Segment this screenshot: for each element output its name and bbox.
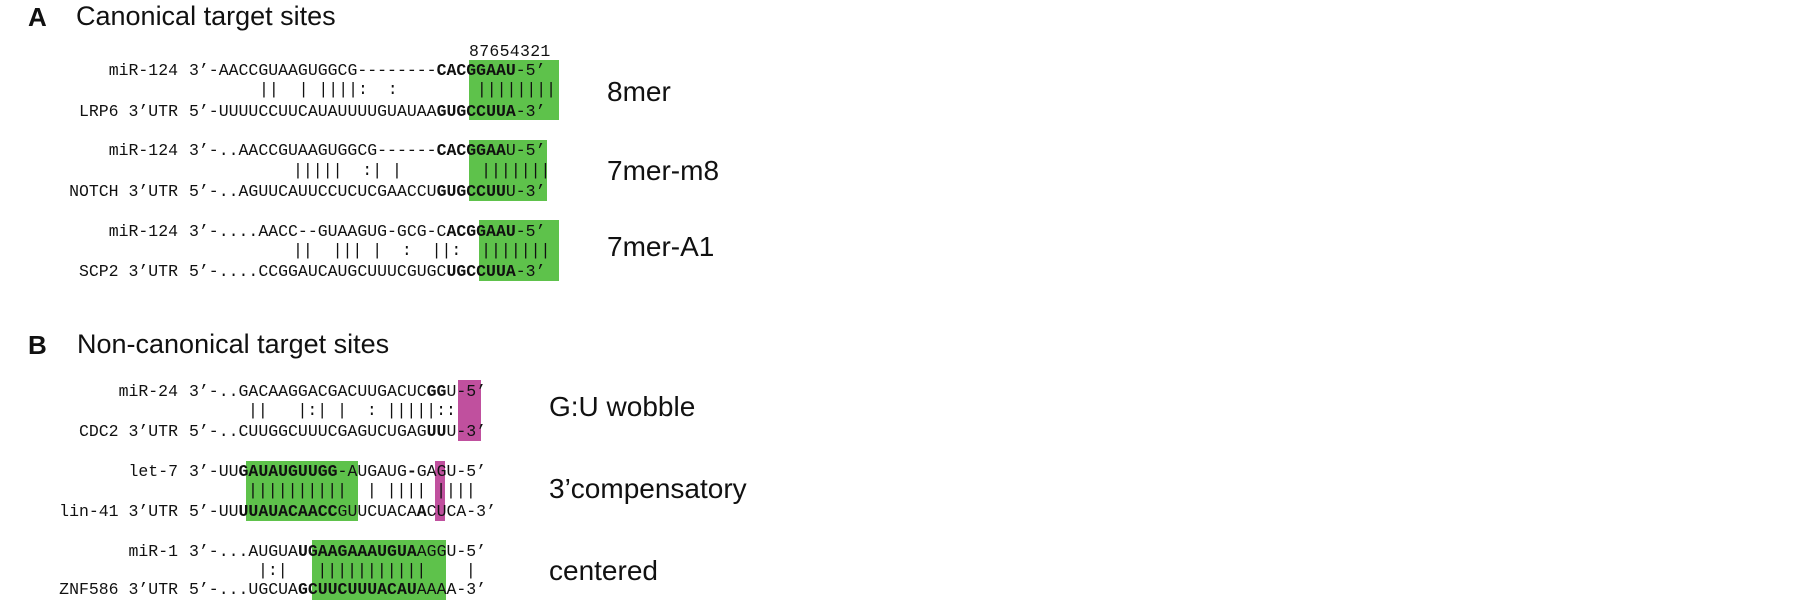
seed-highlight — [312, 540, 446, 600]
base-pairing: || ||| | : ||: ||||||| — [293, 241, 551, 260]
panel-a-letter: A — [28, 2, 47, 32]
base-pairing: ||||| :| | ||||||| — [293, 161, 551, 180]
site-type-label: 7mer-A1 — [607, 231, 715, 262]
mirna-sequence: 3’-UUGAUAUGUUGG-AUGAUG-GAGU-5’ — [189, 462, 487, 481]
site-type-label: 8mer — [607, 76, 671, 107]
wobble-highlight — [458, 380, 481, 441]
mirna-sequence: 3’-AACCGUAAGUGGCG--------CACGGAAU-5’ — [189, 61, 546, 80]
mirna-name: miR-124 — [108, 61, 178, 80]
mirna-sequence: 3’-....AACC--GUAAGUG-GCG-CACGGAAU-5’ — [189, 222, 546, 241]
seed-highlight — [246, 461, 358, 521]
mirna-name: let-7 — [128, 462, 178, 481]
base-pairing: |||||||||| | |||| |||| — [248, 481, 476, 500]
target-name: lin-41 3’UTR — [59, 502, 178, 521]
site-type-label: 7mer-m8 — [607, 155, 720, 186]
target-sequence: 5’-....CCGGAUCAUGCUUUCGUGCUGCCUUA-3’ — [189, 262, 546, 281]
target-name: SCP2 3’UTR — [78, 262, 178, 281]
target-sequence: 5’-..AGUUCAUUCCUCUCGAACCUGUGCCUUU-3’ — [189, 182, 546, 201]
mirna-name: miR-124 — [108, 141, 178, 160]
target-sequence: 5’-...UGCUAGCUUCUUUACAUAAAA-3’ — [189, 580, 487, 599]
target-sequence: 5’-UUUUAUACAACCGUUCUACAACUCA-3’ — [189, 502, 496, 521]
seed-highlight — [469, 60, 559, 120]
site-type-label: 3’compensatory — [549, 473, 747, 504]
mirna-sequence: 3’-...AUGUAUGAAGAAAUGUAAGGU-5’ — [189, 542, 487, 561]
site-type-label: G:U wobble — [549, 391, 696, 422]
bulge-highlight — [435, 461, 445, 521]
mirna-name: miR-24 — [118, 382, 178, 401]
target-sequence: 5’-UUUUCCUUCAUAUUUUGUAUAAGUGCCUUA-3’ — [189, 102, 546, 121]
seed-position-numbers: 87654321 — [469, 42, 551, 61]
mirna-sequence: 3’-..GACAAGGACGACUUGACUCGGU-5’ — [189, 382, 487, 401]
site-type-label: centered — [549, 555, 658, 586]
seed-highlight — [479, 220, 559, 281]
target-name: CDC2 3’UTR — [78, 422, 178, 441]
base-pairing: || |:| | : |||||:: — [248, 401, 456, 420]
target-name: LRP6 3’UTR — [78, 102, 178, 121]
mirna-name: miR-1 — [128, 542, 178, 561]
target-name: ZNF586 3’UTR — [59, 580, 178, 599]
panel-b-letter: B — [28, 330, 47, 360]
seed-highlight — [469, 140, 547, 201]
base-pairing: || | ||||: : |||||||| — [259, 80, 557, 99]
base-pairing: |:| ||||||||||| | — [258, 561, 476, 580]
panel-a-title: Canonical target sites — [76, 1, 336, 31]
mirna-sequence: 3’-..AACCGUAAGUGGCG------CACGGAAU-5’ — [189, 141, 546, 160]
target-sequence: 5’-..CUUGGCUUUCGAGUCUGAGUUU-3’ — [189, 422, 487, 441]
mirna-name: miR-124 — [108, 222, 178, 241]
panel-b-title: Non-canonical target sites — [77, 329, 390, 359]
target-name: NOTCH 3’UTR — [69, 182, 178, 201]
